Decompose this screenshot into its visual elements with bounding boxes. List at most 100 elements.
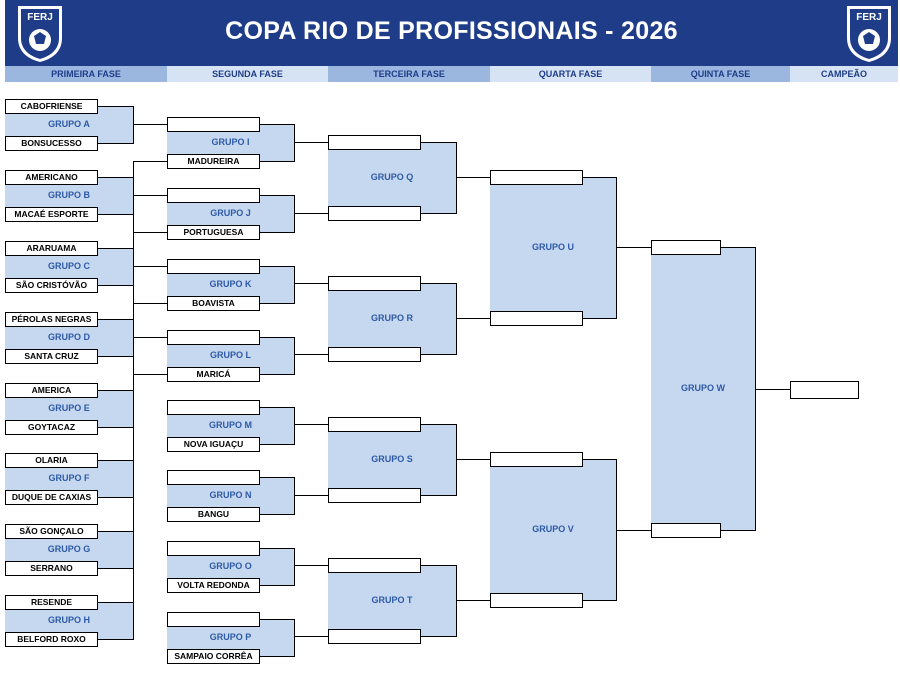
group-label: GRUPO N [209,490,252,500]
bracket-connector [294,495,328,496]
team-slot[interactable]: PORTUGUESA [167,225,260,240]
team-slot[interactable]: NOVA IGUAÇU [167,437,260,452]
team-slot[interactable] [490,170,583,185]
phase-header-row: PRIMEIRA FASE SEGUNDA FASE TERCEIRA FASE… [5,66,898,82]
bracket-line [294,142,295,145]
team-slot[interactable]: SERRANO [5,561,98,576]
team-slot[interactable] [651,523,721,538]
team-slot[interactable]: MADUREIRA [167,154,260,169]
bracket-line [260,548,294,549]
team-slot[interactable] [490,452,583,467]
bracket-line [98,319,133,320]
group-label: GRUPO F [48,473,90,483]
bracket-line [294,283,295,287]
team-slot[interactable] [651,240,721,255]
bracket-connector [456,177,490,178]
bracket-line [133,374,134,623]
team-slot[interactable]: BELFORD ROXO [5,632,98,647]
group-label: GRUPO P [209,632,252,642]
group-label: GRUPO T [371,595,413,605]
bracket-line [583,459,616,460]
team-slot[interactable]: BOAVISTA [167,296,260,311]
bracket-line [98,460,133,461]
team-slot[interactable] [328,276,421,291]
champion-slot[interactable] [790,381,859,399]
team-slot[interactable] [328,206,421,221]
team-slot[interactable] [328,558,421,573]
phase-label-2: SEGUNDA FASE [167,66,328,82]
team-slot[interactable] [328,629,421,644]
team-slot[interactable]: MACAÉ ESPORTE [5,207,98,222]
team-slot[interactable]: AMERICANO [5,170,98,185]
bracket-connector [294,636,328,637]
phase-label-5: QUINTA FASE [651,66,790,82]
team-slot[interactable]: SANTA CRUZ [5,349,98,364]
bracket-line [616,530,617,532]
bracket-connector [456,600,490,601]
team-slot[interactable] [167,188,260,203]
header-bar: FERJ COPA RIO DE PROFISSIONAIS - 2026 FE… [5,0,898,66]
team-slot[interactable]: SAMPAIO CORRÊA [167,649,260,664]
team-slot[interactable]: CABOFRIENSE [5,99,98,114]
team-slot[interactable] [490,593,583,608]
bracket-line [260,444,294,445]
team-slot[interactable]: AMERICA [5,383,98,398]
bracket-line [456,459,457,462]
team-slot[interactable]: OLARIA [5,453,98,468]
team-slot[interactable] [167,330,260,345]
bracket-line [616,247,617,250]
bracket-line [260,232,294,233]
bracket-line [98,390,133,391]
group-label: GRUPO I [211,137,250,147]
team-slot[interactable] [167,400,260,415]
team-slot[interactable]: DUQUE DE CAXIAS [5,490,98,505]
bracket-line [260,195,294,196]
phase-label-3: TERCEIRA FASE [328,66,490,82]
group-label: GRUPO R [370,313,413,323]
team-slot[interactable]: GOYTACAZ [5,420,98,435]
bracket-line [721,247,755,248]
team-slot[interactable]: BONSUCESSO [5,136,98,151]
team-slot[interactable]: SÃO GONÇALO [5,524,98,539]
team-slot[interactable]: PÉROLAS NEGRAS [5,312,98,327]
svg-text:FERJ: FERJ [27,12,53,23]
team-slot[interactable] [167,612,260,627]
team-slot[interactable]: ARARUAMA [5,241,98,256]
bracket-line [98,248,133,249]
team-slot[interactable] [328,135,421,150]
team-slot[interactable] [328,347,421,362]
group-label: GRUPO C [47,261,90,271]
team-slot[interactable]: RESENDE [5,595,98,610]
team-slot[interactable] [328,417,421,432]
team-slot[interactable] [167,259,260,274]
bracket-line [421,565,456,566]
bracket-connector [133,266,167,267]
group-panel-round3-3: GRUPO S [328,424,456,495]
team-slot[interactable] [167,470,260,485]
bracket-line [260,585,294,586]
group-label: GRUPO L [209,350,251,360]
team-slot[interactable]: MARICÁ [167,367,260,382]
bracket-line [98,427,133,428]
bracket-line [98,531,133,532]
bracket-line [98,639,133,640]
team-slot[interactable] [167,541,260,556]
team-slot[interactable] [490,311,583,326]
phase-label-champion: CAMPEÃO [790,66,898,82]
bracket-connector [456,318,490,319]
bracket-line [421,636,456,637]
bracket-line [294,424,295,428]
team-slot[interactable]: VOLTA REDONDA [167,578,260,593]
bracket-line [98,106,133,107]
bracket-line [294,636,295,640]
svg-text:FERJ: FERJ [856,12,882,23]
group-label: GRUPO S [371,454,413,464]
team-slot[interactable]: BANGU [167,507,260,522]
team-slot[interactable]: SÃO CRISTÓVÃO [5,278,98,293]
bracket-connector [294,142,328,143]
bracket-line [421,283,456,284]
bracket-line [260,337,294,338]
bracket-line [260,514,294,515]
team-slot[interactable] [167,117,260,132]
team-slot[interactable] [328,488,421,503]
